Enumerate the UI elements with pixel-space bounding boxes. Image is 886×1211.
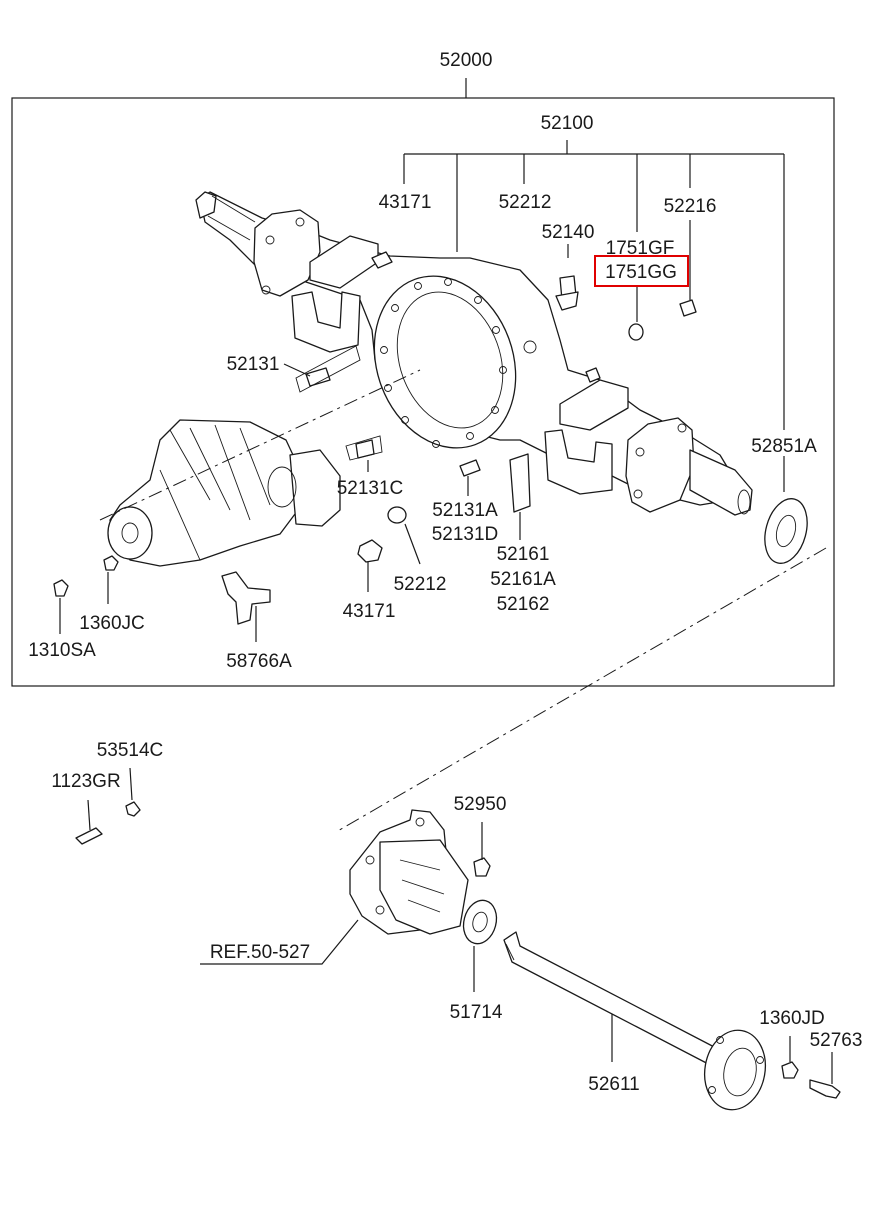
- plug-52216: [679, 299, 697, 317]
- nut-43171: [357, 539, 383, 563]
- label-58766A: 58766A: [226, 651, 292, 672]
- label-52851A: 52851A: [751, 436, 817, 457]
- label-52212-bot: 52212: [394, 574, 447, 595]
- label-52950: 52950: [454, 794, 507, 815]
- label-52162: 52162: [497, 594, 550, 615]
- washer-1751GG: [628, 323, 644, 341]
- label-1751GF: 1751GF: [606, 238, 675, 259]
- axle-housing: [195, 191, 753, 516]
- seal-52851A: [764, 498, 808, 564]
- tag-52131C: [345, 435, 383, 461]
- label-53514C: 53514C: [97, 740, 164, 761]
- bolt-1123GR: [75, 827, 103, 845]
- label-52131A: 52131A: [432, 500, 498, 521]
- tag-52131: [295, 345, 361, 393]
- label-1310SA: 1310SA: [28, 640, 96, 661]
- differential-carrier: [107, 419, 341, 567]
- breather-52140: [555, 275, 579, 311]
- label-43171-bot: 43171: [343, 601, 396, 622]
- label-1751GG: 1751GG: [605, 262, 677, 283]
- label-1360JD: 1360JD: [759, 1008, 825, 1029]
- label-52212-top: 52212: [499, 192, 552, 213]
- label-1360JC: 1360JC: [79, 613, 145, 634]
- label-52161: 52161: [497, 544, 550, 565]
- centerline-upper: [99, 369, 421, 521]
- label-52131: 52131: [227, 354, 280, 375]
- label-52131C: 52131C: [337, 478, 404, 499]
- leader-lines: [59, 363, 833, 1084]
- bolt-52763: [809, 1079, 841, 1099]
- backing-plate: [349, 809, 469, 935]
- centerline-lower: [335, 547, 827, 833]
- nut-1360JD: [781, 1061, 799, 1079]
- axle-shaft-52611: [503, 931, 766, 1111]
- leader-52100-tree: [403, 140, 785, 492]
- label-52216: 52216: [664, 196, 717, 217]
- nut-53514C: [125, 801, 141, 817]
- label-51714: 51714: [450, 1002, 503, 1023]
- assembly-frame: [11, 97, 835, 687]
- stud-52131: [305, 367, 331, 387]
- washer-52212: [387, 506, 407, 524]
- label-52611: 52611: [588, 1074, 639, 1095]
- stud-52131A: [459, 459, 481, 477]
- nut-1360JC: [103, 555, 119, 571]
- tag-52161: [509, 453, 531, 513]
- label-43171-top: 43171: [379, 192, 432, 213]
- label-52161A: 52161A: [490, 569, 556, 590]
- label-52100: 52100: [541, 113, 594, 134]
- bracket-58766A: [221, 571, 271, 625]
- label-52000: 52000: [440, 50, 493, 71]
- label-ref-50-527: REF.50-527: [210, 942, 310, 963]
- label-1123GR: 1123GR: [51, 771, 120, 792]
- highlight-box-1751GG: [594, 255, 689, 287]
- bearing-51714: [462, 899, 498, 945]
- nut-1310SA: [53, 579, 69, 597]
- label-52131D: 52131D: [432, 524, 499, 545]
- label-52763: 52763: [810, 1030, 863, 1051]
- label-52140: 52140: [542, 222, 595, 243]
- nut-52950: [473, 857, 491, 877]
